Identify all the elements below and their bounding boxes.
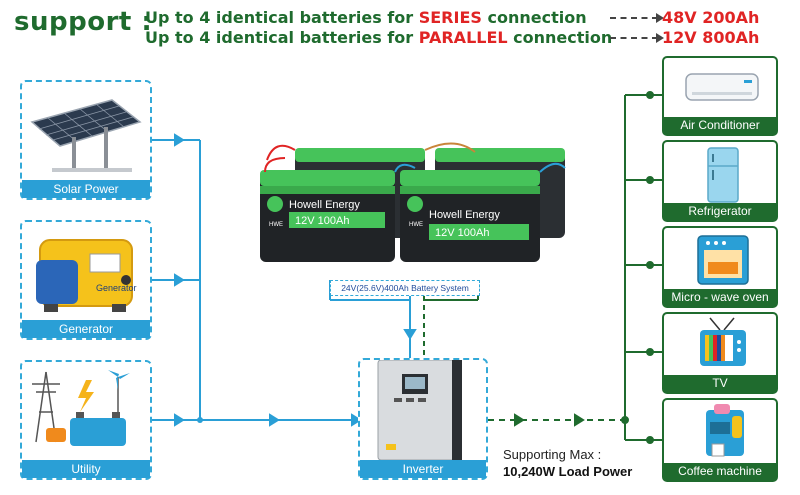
header: support : Up to 4 identical batteries fo… xyxy=(0,0,800,50)
load-card-refrigerator: Refrigerator xyxy=(662,140,778,222)
inverter-card: Inverter xyxy=(358,358,488,480)
series-line: Up to 4 identical batteries for SERIES c… xyxy=(145,8,587,27)
battery-front-right: HWE Howell Energy 12V 100Ah xyxy=(400,170,540,262)
inverter-icon xyxy=(360,359,486,461)
battery-brand-right: Howell Energy xyxy=(429,209,500,221)
battery-spec-left: 12V 100Ah xyxy=(295,215,349,227)
source-label-utility: Utility xyxy=(22,460,150,478)
support-max-line1: Supporting Max : xyxy=(503,447,602,462)
coffee-machine-icon xyxy=(664,400,776,462)
generator-icon: Generator xyxy=(22,222,150,320)
microwave-icon xyxy=(664,228,776,288)
battery-logo-right: HWE xyxy=(409,222,423,228)
load-card-air-conditioner: Air Conditioner xyxy=(662,56,778,136)
source-label-generator: Generator xyxy=(22,320,150,338)
generator-badge-text: Generator xyxy=(96,283,137,293)
load-card-coffee-machine: Coffee machine xyxy=(662,398,778,482)
source-card-solar: Solar Power xyxy=(20,80,152,200)
battery-spec-right: 12V 100Ah xyxy=(435,227,489,239)
source-card-generator: Generator Generator xyxy=(20,220,152,340)
load-label-microwave: Micro - wave oven xyxy=(664,289,776,306)
load-label-refrigerator: Refrigerator xyxy=(664,203,776,220)
load-card-tv: TV xyxy=(662,312,778,394)
battery-front-left: HWE Howell Energy 12V 100Ah xyxy=(260,170,395,262)
battery-system-label: 24V(25.6V)400Ah Battery System xyxy=(330,280,480,296)
parallel-line: Up to 4 identical batteries for PARALLEL… xyxy=(145,28,613,47)
series-result: 48V 200Ah xyxy=(662,8,760,27)
source-label-solar: Solar Power xyxy=(22,180,150,198)
refrigerator-icon xyxy=(664,142,776,203)
support-label: support : xyxy=(14,7,153,37)
source-card-utility: Utility xyxy=(20,360,152,480)
parallel-result: 12V 800Ah xyxy=(662,28,760,47)
load-label-air-conditioner: Air Conditioner xyxy=(664,117,776,134)
parallel-arrow xyxy=(610,33,664,43)
series-arrow xyxy=(610,13,664,23)
load-label-coffee-machine: Coffee machine xyxy=(664,463,776,480)
support-max-line2: 10,240W Load Power xyxy=(503,464,633,479)
battery-logo-left: HWE xyxy=(269,222,283,228)
load-label-tv: TV xyxy=(664,375,776,392)
tv-icon xyxy=(664,314,776,374)
battery-brand-left: Howell Energy xyxy=(289,199,360,211)
battery-bank: HWE Howell Energy 12V 100Ah HWE Howell E… xyxy=(260,142,566,262)
utility-grid-icon xyxy=(22,362,150,460)
load-card-microwave: Micro - wave oven xyxy=(662,226,778,308)
inverter-label: Inverter xyxy=(360,460,486,478)
air-conditioner-icon xyxy=(664,58,776,116)
solar-panel-icon xyxy=(22,82,150,180)
